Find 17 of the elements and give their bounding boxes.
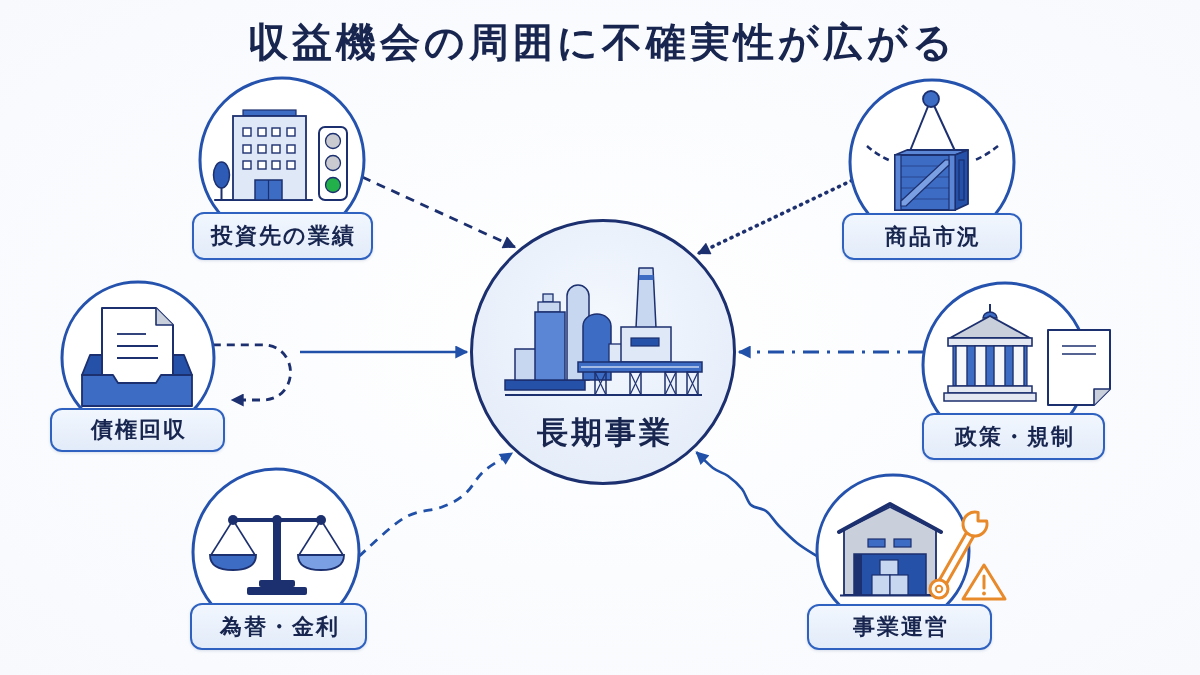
topic-label: 投資先の業績 xyxy=(192,212,373,260)
risk-factor-node xyxy=(842,80,1022,260)
risk-factor-node xyxy=(190,469,367,650)
dashed-arrow xyxy=(361,175,517,249)
risk-factor-node xyxy=(922,283,1112,460)
core-label: 長期事業 xyxy=(535,413,673,452)
topic-label: 為替・金利 xyxy=(190,603,367,650)
risk-factor-node xyxy=(192,78,373,260)
arrow xyxy=(300,345,469,359)
topic-label: 商品市況 xyxy=(842,213,1022,260)
dash-dot-arrow xyxy=(737,345,924,359)
wavy-arrow xyxy=(695,451,818,558)
topic-label: 政策・規制 xyxy=(922,413,1105,460)
risk-factor-node xyxy=(50,282,225,452)
diagram-title: 収益機会の周囲に不確実性が広がる xyxy=(246,18,957,67)
curved-dashed-arrow xyxy=(358,451,514,558)
topic-label: 債権回収 xyxy=(50,408,225,452)
